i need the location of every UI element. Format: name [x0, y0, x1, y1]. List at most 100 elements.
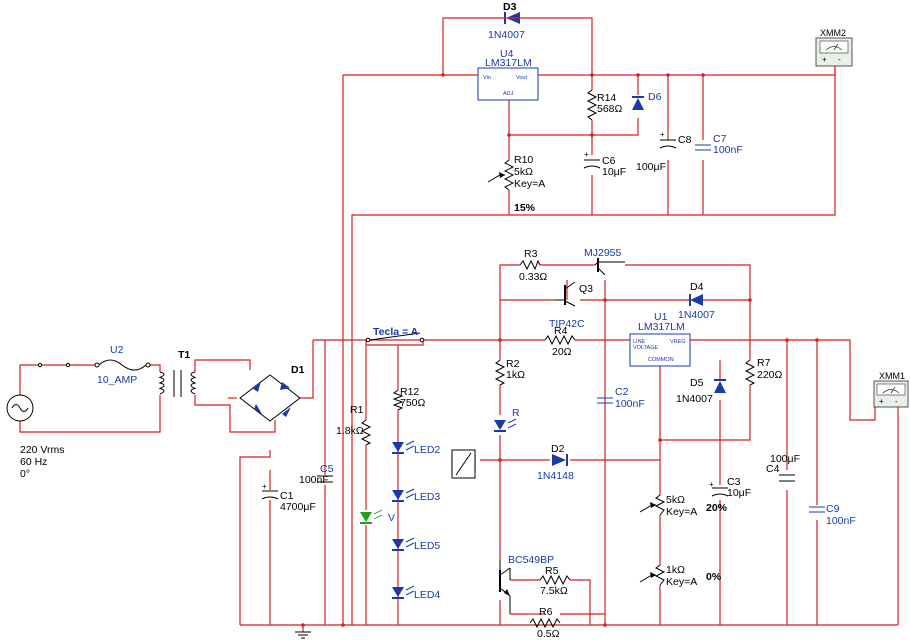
c2-value: 100nF: [615, 398, 645, 410]
resistor-R7: R7 220Ω: [744, 357, 783, 386]
ground-symbol: [295, 631, 311, 639]
ac-source-V1: 220 Vrms 60 Hz 0°: [6, 394, 65, 480]
potentiometer-1k[interactable]: 1kΩ Key=A 0%: [639, 564, 722, 588]
regulator-U4: U4 LM317LM Vin Vout ADJ: [477, 48, 539, 101]
v1-phase: 0°: [20, 468, 30, 480]
led-V: V: [360, 509, 395, 524]
c2-ref: C2: [615, 386, 629, 398]
c8-ref: C8: [678, 134, 692, 146]
r2-ref: R2: [506, 358, 520, 370]
u2-value: 10_AMP: [97, 374, 137, 386]
potentiometer-5k[interactable]: 5kΩ Key=A: [639, 494, 697, 518]
xmm1-ref: XMM1: [879, 371, 905, 381]
regulator-U1: U1 LM317LM LINE VOLTAGE VREG COMMON: [629, 311, 691, 367]
r1-value: 1.8kΩ: [336, 425, 364, 437]
r12-value: 750Ω: [400, 397, 426, 409]
v1-voltage: 220 Vrms: [20, 444, 65, 456]
svg-text:+: +: [584, 150, 589, 159]
resistor-R3: R3 0.33Ω: [519, 248, 547, 283]
r6-value: 0.5Ω: [537, 628, 560, 640]
resistor-R14: R14 568Ω: [586, 89, 623, 121]
mj2955-ref: MJ2955: [584, 247, 622, 259]
transistor-MJ2955: MJ2955: [584, 247, 625, 276]
d3-value: 1N4007: [488, 29, 525, 41]
bc549bp-ref: BC549BP: [508, 554, 554, 566]
transformer-T1: T1: [158, 349, 197, 397]
relay-coil: [451, 449, 476, 479]
led-LED4: LED4: [392, 585, 440, 601]
r5-ref: R5: [545, 565, 559, 577]
c3-ref: C3: [727, 476, 741, 488]
r7-ref: R7: [757, 357, 771, 369]
u1-pin-voltage: VOLTAGE: [633, 345, 658, 351]
d4-ref: D4: [690, 281, 704, 293]
wires: [19, 17, 899, 632]
d6-ref: D6: [648, 91, 662, 103]
led-R: R: [494, 407, 520, 432]
r3-ref: R3: [524, 248, 538, 260]
r3-value: 0.33Ω: [519, 271, 547, 283]
multimeter-XMM1[interactable]: XMM1 + -: [873, 371, 909, 408]
diode-D6: D6: [632, 91, 662, 110]
r10-value: 5kΩ: [514, 166, 533, 178]
d5-value: 1N4007: [676, 393, 713, 405]
c1-ref: C1: [280, 490, 294, 502]
r4-ref: R4: [554, 325, 568, 337]
r5-value: 7.5kΩ: [540, 585, 568, 597]
u1-value: LM317LM: [638, 321, 685, 333]
r14-ref: R14: [597, 92, 616, 104]
resistor-R12: R12 750Ω: [392, 386, 426, 411]
resistor-R2: R2 1kΩ: [494, 358, 525, 386]
c1-value: 4700μF: [280, 501, 316, 513]
u1-pin-line: LINE: [633, 339, 646, 345]
tip42c-ref: TIP42C: [549, 318, 585, 330]
u4-pin-vout: Vout: [516, 75, 527, 81]
r6-ref: R6: [539, 606, 553, 618]
led-v-ref: V: [388, 512, 395, 524]
pot1k-key: Key=A: [666, 576, 697, 588]
switch-tecla[interactable]: Tecla = A: [365, 326, 425, 343]
capacitor-C3: + C3 10μF 20%: [706, 476, 751, 514]
c4-value: 100μF: [770, 453, 800, 465]
r10-setting: 15%: [514, 202, 536, 214]
pot1k-setting: 0%: [706, 571, 722, 583]
c7-ref: C7: [713, 133, 727, 145]
capacitor-C1: + C1 4700μF: [261, 482, 316, 513]
potentiometer-R10[interactable]: R10 5kΩ Key=A 15%: [487, 154, 545, 214]
u4-pin-vin: Vin: [483, 75, 491, 81]
c5-ref: C5: [320, 463, 334, 475]
svg-text:-: -: [838, 55, 841, 64]
resistor-R4: R4 20Ω: [544, 325, 576, 358]
r2-value: 1kΩ: [506, 369, 525, 381]
c5-value: 100nF: [299, 474, 329, 486]
led3-ref: LED3: [414, 491, 440, 503]
u1-pin-vreg: VREG: [670, 339, 686, 345]
c4-ref: C4: [766, 463, 780, 475]
r4-value: 20Ω: [552, 346, 572, 358]
u4-ref: U4: [500, 48, 514, 60]
d3-ref: D3: [503, 1, 517, 13]
led-r-ref: R: [512, 407, 520, 419]
d2-value: 1N4148: [537, 470, 574, 482]
c7-value: 100nF: [713, 144, 743, 156]
diode-D4: D4 1N4007: [678, 281, 715, 321]
transistor-BC549BP: BC549BP: [499, 554, 554, 615]
pot5k-key: Key=A: [666, 506, 697, 518]
capacitor-C8: + C8 100μF: [636, 130, 692, 173]
c6-ref: C6: [602, 155, 616, 167]
c8-value: 100μF: [636, 161, 666, 173]
multimeter-XMM2[interactable]: XMM2 + -: [815, 28, 853, 67]
c3-setting: 20%: [706, 502, 728, 514]
d1-ref: D1: [291, 364, 305, 376]
u1-pin-common: COMMON: [648, 357, 674, 363]
diode-D2: D2 1N4148: [537, 443, 574, 482]
svg-text:+: +: [822, 55, 827, 64]
u4-pin-adj: ADJ: [503, 91, 514, 97]
fuse-U2: U2 10_AMP: [37, 344, 151, 386]
c9-ref: C9: [826, 503, 840, 515]
led-LED5: LED5: [392, 537, 440, 552]
diode-D3: D3 1N4007: [488, 1, 525, 41]
u1-ref: U1: [654, 311, 668, 323]
svg-text:+: +: [879, 397, 884, 406]
